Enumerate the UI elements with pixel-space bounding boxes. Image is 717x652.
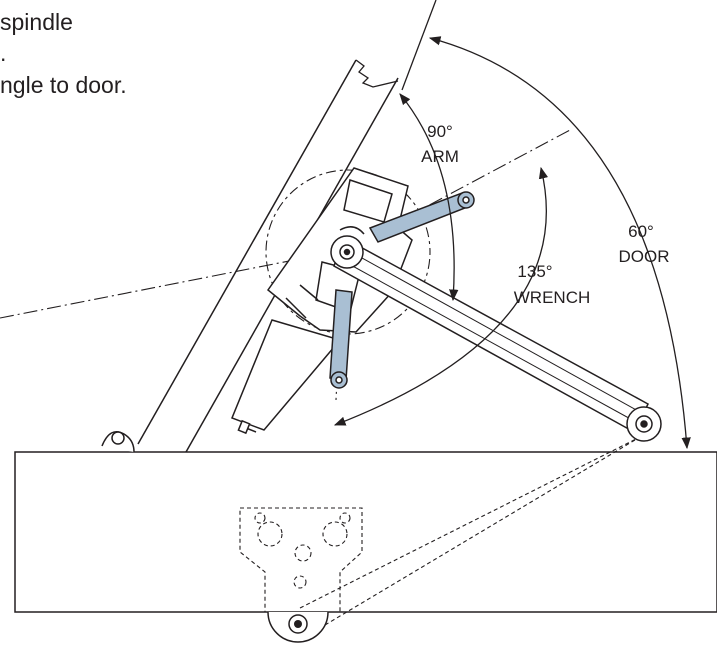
door-angle-degrees: 60° (628, 222, 654, 241)
door-angle-label: DOOR (619, 247, 670, 266)
door-frame (14, 451, 717, 613)
wrench-angle-degrees: 135° (517, 262, 552, 281)
instruction-line-1: spindle (0, 9, 73, 35)
hidden-bracket (239, 436, 641, 626)
frame-pivot (267, 611, 329, 643)
frame-edge-line (401, 0, 437, 91)
arm-angle-label: ARM (421, 147, 459, 166)
instruction-line-3: ngle to door. (0, 72, 127, 98)
angle-arcs (333, 36, 691, 450)
main-arm (330, 235, 662, 442)
closer-body (231, 167, 413, 435)
arm-angle-degrees: 90° (427, 122, 453, 141)
wrench-angle-label: WRENCH (514, 288, 591, 307)
instruction-line-2: . (0, 40, 7, 66)
angle-labels: 90° ARM 135° WRENCH 60° DOOR (421, 122, 669, 307)
